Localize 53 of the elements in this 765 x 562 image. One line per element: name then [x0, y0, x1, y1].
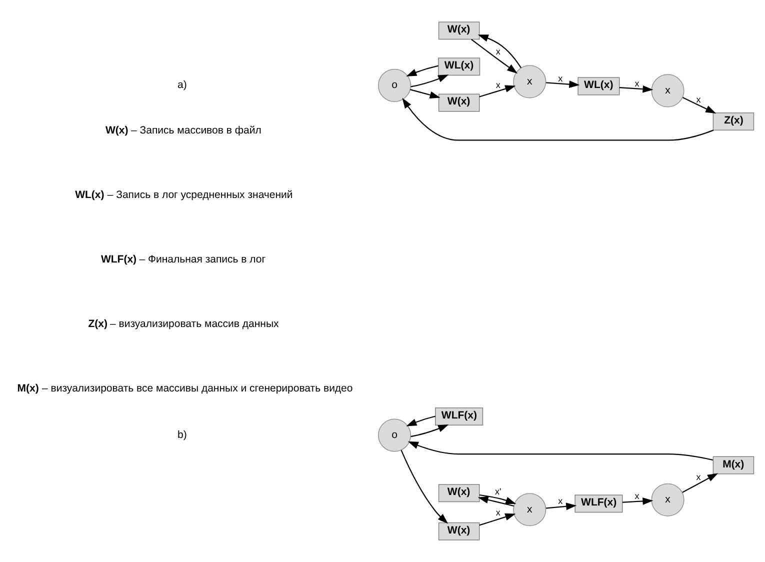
node-circle: o [378, 68, 412, 102]
edge-label: x [558, 496, 563, 506]
arrow [619, 85, 654, 93]
arrow [479, 85, 516, 98]
node-box: W(x) [438, 522, 480, 540]
edge-label: x [634, 490, 640, 501]
label: a) [178, 79, 187, 92]
arrow [402, 98, 714, 141]
node-box: WL(x) [438, 58, 480, 76]
arrow [622, 498, 654, 505]
label: b) [178, 429, 187, 442]
edge-label: x [496, 46, 500, 56]
arrow [478, 34, 522, 68]
arrow [682, 473, 718, 493]
node-circle: x [513, 493, 546, 526]
label: WL(x) – Запись в лог усредненных значений [75, 188, 293, 201]
node-box: W(x) [438, 484, 480, 502]
edge-label: x [558, 73, 563, 84]
node-box: WLF(x) [435, 408, 484, 426]
arrow [410, 74, 449, 88]
label: Z(x) – визуализировать массив данных [88, 318, 279, 330]
arrow [471, 39, 518, 74]
arrow [546, 502, 577, 510]
node-box: W(x) [438, 94, 480, 112]
label: M(x) – визуализировать все массивы данных и сгенерировать видео [17, 382, 353, 395]
edge-label: x [496, 507, 500, 518]
arrow [410, 88, 440, 99]
node-box: Z(x) [712, 112, 754, 130]
arrow [400, 450, 448, 524]
arrow [408, 441, 714, 461]
arrow [478, 496, 514, 507]
edge-label: x' [495, 486, 502, 496]
arrow [479, 494, 516, 504]
node-box: WL(x) [578, 77, 620, 96]
edge-label: x [696, 472, 701, 482]
node-circle: x [513, 65, 546, 98]
arrow [406, 416, 436, 426]
edge-label: x [696, 94, 701, 104]
arrow [410, 424, 449, 438]
arrow [682, 97, 716, 114]
label: WLF(x) – Финальная запись в лог [100, 253, 266, 266]
node-box: WLF(x) [574, 494, 623, 513]
node-circle: x [651, 483, 684, 516]
node-box: M(x) [712, 456, 754, 474]
arrow [406, 65, 438, 76]
edge-label: x [496, 80, 500, 90]
arrow [479, 513, 516, 526]
edge-label: x [634, 78, 640, 89]
node-box: W(x) [438, 22, 480, 40]
label: W(x) – Запись массивов в файл [105, 124, 262, 136]
arrow [546, 80, 580, 88]
node-circle: x [651, 74, 684, 108]
node-circle: o [378, 418, 412, 452]
